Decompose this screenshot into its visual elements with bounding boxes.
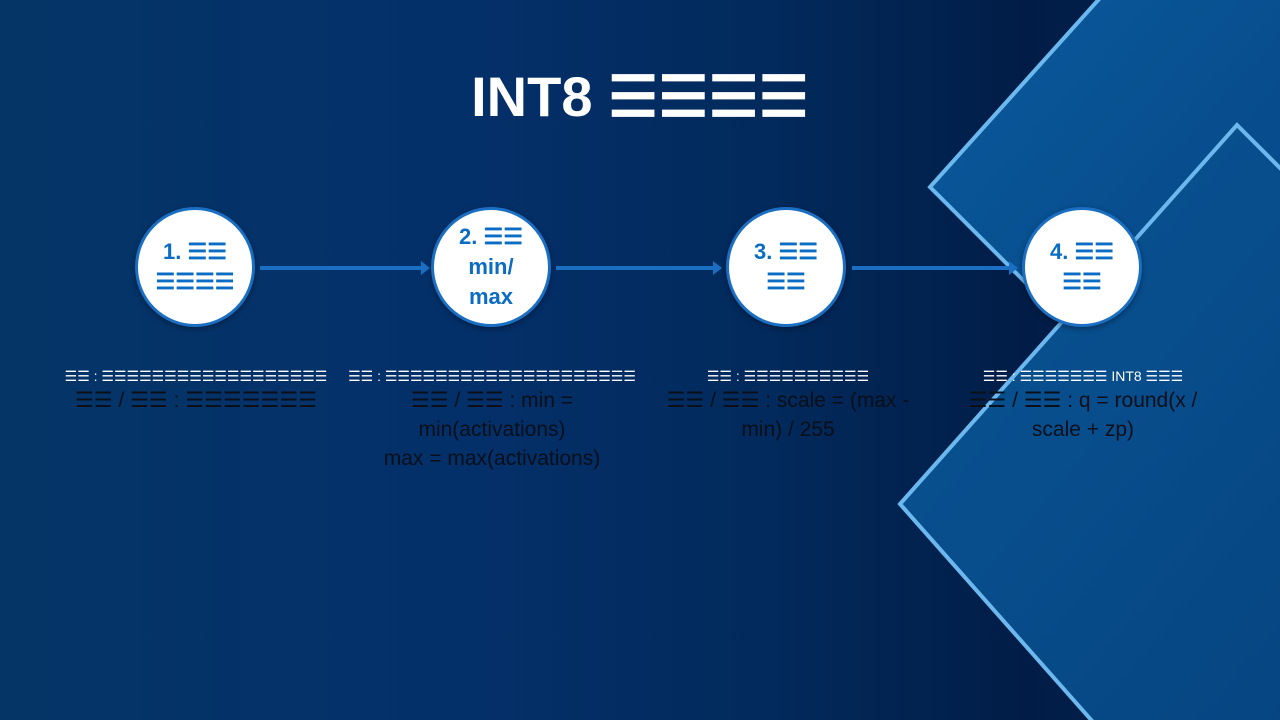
step-3-formula: ☰☰ / ☰☰ : scale = (max - min) / 255 bbox=[666, 389, 910, 441]
step-1-label: 1. ☰☰ ☰☰☰☰ bbox=[155, 239, 235, 294]
step-1-description-text: ☰☰ : ☰☰☰☰☰☰☰☰☰☰☰☰☰☰☰☰☰☰ bbox=[64, 368, 328, 384]
step-3-label: 3. ☰☰ ☰☰ bbox=[754, 239, 818, 294]
slide-title: INT8 ☰☰☰☰ bbox=[471, 65, 809, 128]
step-4-description: ☰☰ : ☰☰☰☰☰☰☰ INT8 ☰☰☰ ☰☰ / ☰☰ : q = roun… bbox=[938, 366, 1228, 444]
arrow-step3-to-step4 bbox=[852, 261, 1018, 275]
step-4-description-text: ☰☰ : ☰☰☰☰☰☰☰ INT8 ☰☰☰ bbox=[982, 368, 1184, 384]
step-1-formula: ☰☰ / ☰☰ : ☰☰☰☰☰☰☰ bbox=[74, 389, 318, 412]
step-circle-3: 3. ☰☰ ☰☰ bbox=[726, 207, 846, 327]
step-2-description: ☰☰ : ☰☰☰☰☰☰☰☰☰☰☰☰☰☰☰☰☰☰☰☰ ☰☰ / ☰☰ : min … bbox=[347, 366, 637, 473]
step-1-description: ☰☰ : ☰☰☰☰☰☰☰☰☰☰☰☰☰☰☰☰☰☰ ☰☰ / ☰☰ : ☰☰☰☰☰☰… bbox=[51, 366, 341, 415]
step-4-label: 4. ☰☰ ☰☰ bbox=[1050, 239, 1114, 294]
arrow-step1-to-step2 bbox=[260, 261, 430, 275]
step-2-label: 2. ☰☰ min/ max bbox=[459, 224, 523, 309]
step-4-formula: ☰☰ / ☰☰ : q = round(x / scale + zp) bbox=[968, 389, 1198, 441]
step-circle-2: 2. ☰☰ min/ max bbox=[431, 207, 551, 327]
step-2-formula: ☰☰ / ☰☰ : min = min(activations) max = m… bbox=[383, 389, 601, 470]
step-3-description: ☰☰ : ☰☰☰☰☰☰☰☰☰☰ ☰☰ / ☰☰ : scale = (max -… bbox=[643, 366, 933, 444]
arrow-step2-to-step3 bbox=[556, 261, 722, 275]
step-2-description-text: ☰☰ : ☰☰☰☰☰☰☰☰☰☰☰☰☰☰☰☰☰☰☰☰ bbox=[348, 368, 636, 384]
step-circle-4: 4. ☰☰ ☰☰ bbox=[1022, 207, 1142, 327]
step-3-description-text: ☰☰ : ☰☰☰☰☰☰☰☰☰☰ bbox=[706, 368, 870, 384]
step-circle-1: 1. ☰☰ ☰☰☰☰ bbox=[135, 207, 255, 327]
